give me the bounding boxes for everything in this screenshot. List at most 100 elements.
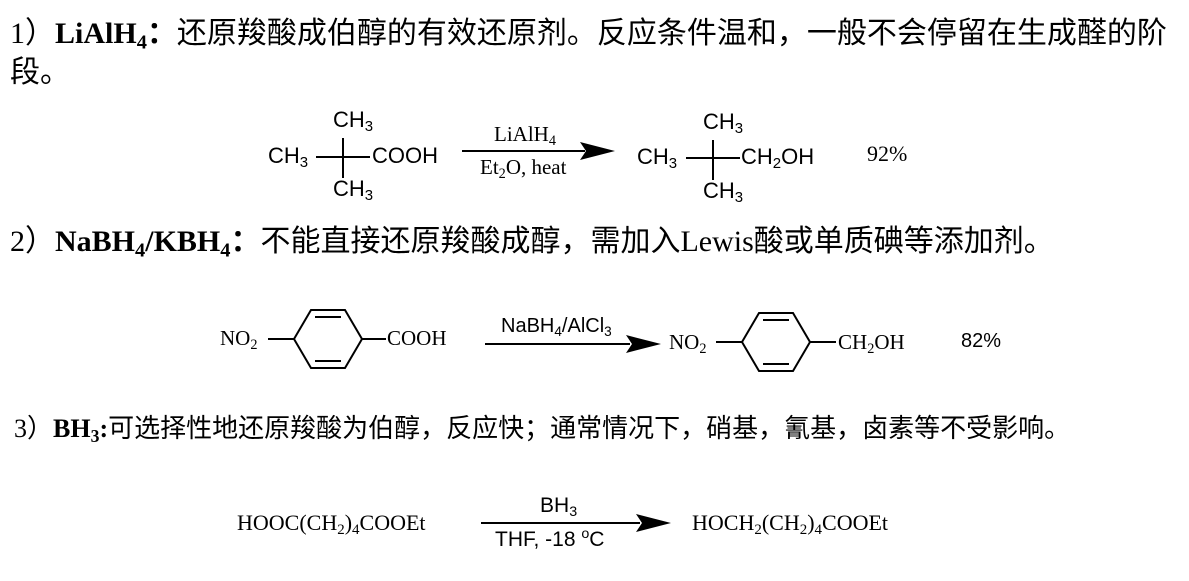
section-2-paragraph: 2）NaBH4/KBH4：不能直接还原羧酸成醇，需加入Lewis酸或单质碘等添加… bbox=[10, 222, 1180, 261]
reagent-subscript: 4 bbox=[135, 239, 146, 262]
r2-product-ch2oh: CH2OH bbox=[838, 330, 905, 357]
atom-subscript: 3 bbox=[668, 155, 678, 173]
atom-label: CH bbox=[703, 109, 735, 134]
section-2-number: 2） bbox=[10, 225, 55, 258]
r2-product-no2: NO2 bbox=[669, 330, 707, 357]
reagent-subscript: 4 bbox=[136, 31, 147, 54]
reagent-text: C bbox=[589, 528, 605, 551]
r1-yield: 92% bbox=[867, 141, 908, 166]
r1-reactant-ch3-bottom: CH3 bbox=[333, 176, 374, 205]
atom-label: CH bbox=[268, 143, 300, 168]
section-3-paragraph: 3）BH3:可选择性地还原羧酸为伯醇，反应快；通常情况下，硝基，氰基，卤素等不受… bbox=[14, 412, 1184, 446]
formula-text: ) bbox=[344, 510, 353, 535]
r1-product-ch3-top: CH3 bbox=[703, 109, 744, 138]
r2-reactant-cooh: COOH bbox=[387, 326, 447, 350]
reagent-text: /AlCl bbox=[561, 315, 605, 337]
section-1-number: 1） bbox=[10, 17, 55, 50]
r3-product: HOCH2(CH2)4COOEt bbox=[692, 510, 889, 539]
r1-reagent-below: Et2O, heat bbox=[480, 155, 567, 182]
benzene-ring bbox=[292, 309, 364, 369]
formula-subscript: 4 bbox=[814, 522, 823, 539]
reagent-text: BH bbox=[540, 494, 570, 517]
reagent-subscript: 4 bbox=[220, 239, 231, 262]
formula-subscript: 2 bbox=[754, 522, 762, 539]
reagent-superscript: o bbox=[581, 526, 590, 543]
formula-text: ) bbox=[807, 510, 815, 535]
atom-label: OH bbox=[874, 330, 905, 354]
section-1-text: 还原羧酸成伯醇的有效还原剂。反应条件温和，一般不会停留在生成醛的阶段。 bbox=[10, 16, 1167, 90]
r1-reactant-ch3-top: CH3 bbox=[333, 107, 374, 136]
reagent-text: NaBH bbox=[501, 315, 555, 337]
atom-subscript: 2 bbox=[250, 336, 258, 353]
atom-subscript: 2 bbox=[699, 340, 707, 357]
r3-reactant: HOOC(CH2)4COOEt bbox=[237, 510, 426, 539]
atom-label: NO bbox=[220, 326, 251, 350]
section-2-colon: ： bbox=[230, 225, 261, 258]
r1-product-ch3-bottom: CH3 bbox=[703, 178, 744, 207]
atom-subscript: 3 bbox=[364, 187, 374, 205]
atom-label: CH bbox=[838, 330, 868, 354]
reagent-text: NaBH bbox=[55, 225, 136, 258]
formula-text: COOEt bbox=[822, 510, 889, 535]
reagent-text: THF, -18 bbox=[495, 528, 582, 551]
r3-reagent-above: BH3 bbox=[540, 494, 578, 520]
reaction-arrow-2-head bbox=[626, 335, 661, 353]
atom-label: CH bbox=[333, 176, 365, 201]
formula-text: HOOC(CH bbox=[237, 510, 338, 535]
section-3-colon: : bbox=[99, 414, 109, 443]
reagent-subscript: 4 bbox=[554, 323, 562, 339]
r1-product-ch2oh: CH2OH bbox=[741, 144, 815, 173]
r2-reactant-no2: NO2 bbox=[220, 326, 258, 353]
benzene-ring bbox=[740, 312, 812, 372]
formula-subscript: 2 bbox=[337, 522, 345, 539]
r1-reagent-above: LiAlH4 bbox=[494, 122, 556, 149]
section-2-text-end: 酸或单质碘等添加剂。 bbox=[753, 224, 1054, 259]
atom-subscript: 2 bbox=[867, 340, 875, 357]
section-1-paragraph: 1）LiAlH4：还原羧酸成伯醇的有效还原剂。反应条件温和，一般不会停留在生成醛… bbox=[10, 14, 1180, 92]
r2-yield: 82% bbox=[961, 330, 1002, 352]
section-2-lewis: Lewis bbox=[680, 225, 754, 258]
r1-reactant-cooh: COOH bbox=[372, 143, 438, 168]
formula-text: HOCH bbox=[692, 510, 755, 535]
atom-label: CH bbox=[703, 178, 735, 203]
atom-label: CH bbox=[333, 107, 365, 132]
atom-subscript: 3 bbox=[734, 120, 744, 138]
section-3-text: 可选择性地还原羧酸为伯醇，反应快；通常情况下，硝基，氰基，卤素等不受影响。 bbox=[108, 414, 1071, 444]
r2-reagent: NaBH4/AlCl3 bbox=[501, 315, 612, 338]
reagent-subscript: 3 bbox=[569, 503, 578, 520]
atom-label: CH bbox=[741, 144, 773, 169]
section-2-reagent: NaBH4/KBH4 bbox=[55, 225, 230, 261]
atom-label: NO bbox=[669, 330, 700, 354]
r1-reactant-ch3-left: CH3 bbox=[268, 143, 309, 172]
section-3-number: 3） bbox=[14, 414, 54, 443]
formula-subscript: 4 bbox=[352, 522, 360, 539]
reaction-arrow-1-head bbox=[580, 142, 615, 160]
atom-subscript: 3 bbox=[734, 189, 744, 207]
reagent-text: KBH bbox=[153, 225, 221, 258]
section-1-colon: ： bbox=[146, 17, 177, 50]
reagent-text: BH bbox=[53, 414, 91, 443]
atom-subscript: 2 bbox=[772, 155, 782, 173]
reagent-slash: / bbox=[145, 225, 154, 258]
reagent-subscript: 2 bbox=[498, 165, 506, 182]
reagent-text: Et bbox=[480, 155, 499, 179]
reagent-subscript: 4 bbox=[548, 132, 556, 149]
r1-product-ch3-left: CH3 bbox=[637, 144, 678, 173]
atom-subscript: 3 bbox=[299, 154, 309, 172]
reagent-text: LiAlH bbox=[494, 122, 549, 146]
formula-text: (CH bbox=[761, 510, 800, 535]
atom-label: CH bbox=[637, 144, 669, 169]
section-1-reagent: LiAlH4 bbox=[55, 17, 147, 53]
atom-subscript: 3 bbox=[364, 118, 374, 136]
reagent-text: O, heat bbox=[505, 155, 567, 179]
reagent-subscript: 3 bbox=[604, 323, 612, 339]
reaction-arrow-3-head bbox=[636, 514, 671, 532]
section-2-text: 不能直接还原羧酸成醇，需加入 bbox=[260, 224, 681, 259]
formula-text: COOEt bbox=[359, 510, 426, 535]
formula-subscript: 2 bbox=[799, 522, 808, 539]
reagent-subscript: 3 bbox=[90, 425, 100, 446]
atom-label: OH bbox=[781, 144, 815, 169]
reagent-text: LiAlH bbox=[55, 17, 137, 50]
r3-reagent-below: THF, -18 oC bbox=[495, 526, 605, 552]
